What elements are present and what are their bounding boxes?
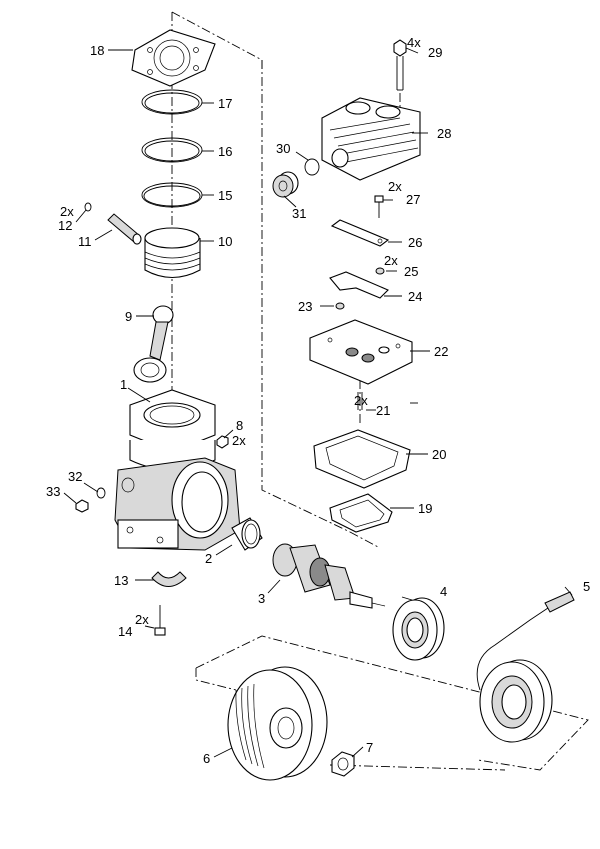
part-23-washer — [335, 302, 345, 310]
part-31-fitting — [272, 171, 299, 198]
callout-25: 25 — [404, 264, 418, 279]
part-28-cylinder-head — [321, 97, 421, 181]
callout-22: 22 — [434, 344, 448, 359]
callout-20: 20 — [432, 447, 446, 462]
part-27-screw — [374, 195, 384, 218]
part-30-o-ring — [304, 158, 320, 176]
callout-31: 31 — [292, 206, 306, 221]
part-21-dowel-pin — [357, 392, 363, 410]
callout-1: 1 — [120, 377, 127, 392]
part-12-circlip — [84, 202, 92, 212]
callout-26: 26 — [408, 235, 422, 250]
part-33-plug — [75, 499, 89, 513]
callout-32: 32 — [68, 469, 82, 484]
callout-12-qty: 2x — [60, 204, 74, 219]
callout-11: 11 — [78, 234, 92, 249]
callout-29: 29 — [428, 45, 442, 60]
callout-18: 18 — [90, 43, 104, 58]
callout-16: 16 — [218, 144, 232, 159]
callout-10: 10 — [218, 234, 232, 249]
callout-6: 6 — [203, 751, 210, 766]
part-3-crankshaft — [272, 543, 386, 609]
callout-15: 15 — [218, 188, 232, 203]
part-25-washer — [375, 267, 385, 275]
callout-24: 24 — [408, 289, 422, 304]
callout-14: 14 — [118, 624, 132, 639]
callout-9: 9 — [125, 309, 132, 324]
part-8-nut — [216, 435, 229, 449]
part-10-piston — [144, 227, 201, 279]
part-18-cylinder-head-gasket — [131, 29, 216, 87]
callout-3: 3 — [258, 591, 265, 606]
callout-8: 8 — [236, 418, 243, 433]
part-24-reed-valve — [329, 271, 389, 299]
part-4-shaft-seal — [392, 597, 445, 661]
callout-28: 28 — [437, 126, 451, 141]
callout-labels: 18 17 16 15 10 11 2x 12 9 1 8 2x 32 33 2… — [46, 35, 590, 766]
part-6-pulley — [227, 666, 328, 781]
callout-21: 21 — [376, 403, 390, 418]
callout-4: 4 — [440, 584, 447, 599]
part-19-gasket — [329, 493, 393, 533]
callout-14-qty: 2x — [135, 612, 149, 627]
callout-12: 12 — [58, 218, 72, 233]
callout-7: 7 — [366, 740, 373, 755]
callout-29-qty: 4x — [407, 35, 421, 50]
part-22-valve-plate — [309, 319, 413, 385]
callout-19: 19 — [418, 501, 432, 516]
part-1-crankcase — [114, 389, 241, 551]
part-5-clutch-coil — [476, 591, 575, 743]
callout-25-qty: 2x — [384, 253, 398, 268]
callout-13: 13 — [114, 573, 128, 588]
callout-30: 30 — [276, 141, 290, 156]
callout-2: 2 — [205, 551, 212, 566]
part-13-rod-bearing-cap — [151, 571, 187, 587]
callout-23: 23 — [298, 299, 312, 314]
callout-27: 27 — [406, 192, 420, 207]
part-7-nut — [331, 751, 355, 777]
part-17-piston-ring — [141, 89, 203, 115]
callout-27-qty: 2x — [388, 179, 402, 194]
part-16-piston-ring — [141, 137, 203, 163]
callout-8-qty: 2x — [232, 433, 246, 448]
part-20-gasket — [313, 429, 411, 489]
part-11-piston-pin — [107, 213, 142, 245]
callout-21-qty: 2x — [354, 393, 368, 408]
part-14-bolt — [154, 605, 166, 636]
leader-lines — [63, 47, 573, 758]
callout-17: 17 — [218, 96, 232, 111]
part-2-bearing-bush — [231, 517, 263, 551]
callout-5: 5 — [583, 579, 590, 594]
callout-33: 33 — [46, 484, 60, 499]
part-32-seal-ring — [96, 487, 106, 499]
part-26-valve-retainer — [330, 219, 390, 247]
part-9-connecting-rod — [133, 305, 174, 383]
part-29-head-bolt — [393, 39, 407, 91]
